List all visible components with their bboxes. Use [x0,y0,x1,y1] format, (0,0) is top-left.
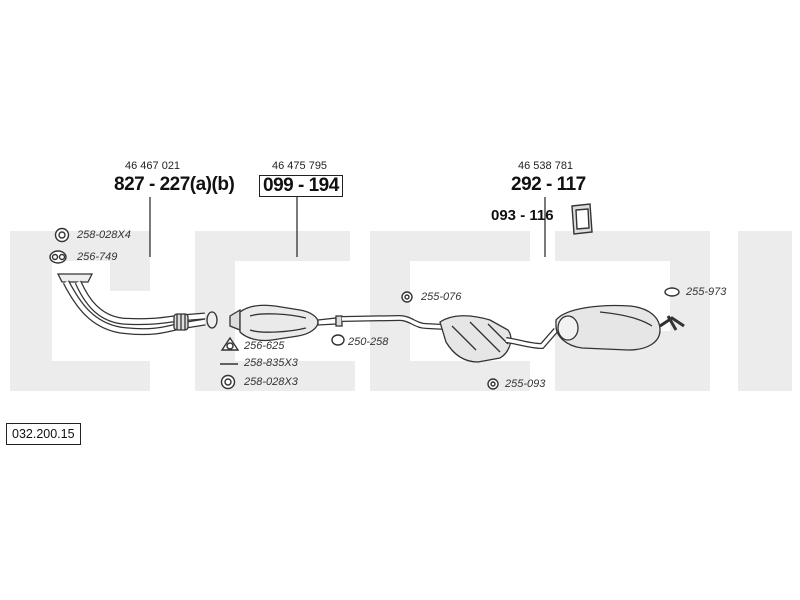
small-part-label-1[interactable]: 258-028X4 [77,229,131,241]
oe-number-3: 46 538 781 [518,160,574,172]
oe-number-1: 46 467 021 [125,160,181,172]
part-number-2[interactable]: 099 - 194 [259,175,343,197]
middle-section [341,314,559,363]
small-part-label-8[interactable]: 255-093 [505,378,546,390]
small-part-icons [49,203,680,390]
small-part-label-2[interactable]: 256-749 [77,251,118,263]
small-part-label-6[interactable]: 250-258 [348,336,389,348]
part-number-3[interactable]: 292 - 117 [511,174,586,195]
small-part-label-9[interactable]: 255-973 [686,286,727,298]
small-part-label-7[interactable]: 255-076 [421,291,462,303]
reference-number: 032.200.15 [6,423,81,445]
small-part-label-3[interactable]: 256-625 [244,340,285,352]
watermark [10,231,792,391]
small-part-label-5[interactable]: 258-028X3 [244,376,298,388]
part-number-1[interactable]: 827 - 227(a)(b) [114,174,235,195]
mount-part-number[interactable]: 093 - 116 [491,207,554,224]
oe-number-2: 46 475 795 [272,160,328,172]
small-part-label-4[interactable]: 258-835X3 [244,357,298,369]
catalytic-converter [229,304,343,342]
rear-silencer [555,304,685,351]
front-pipe [56,273,218,336]
